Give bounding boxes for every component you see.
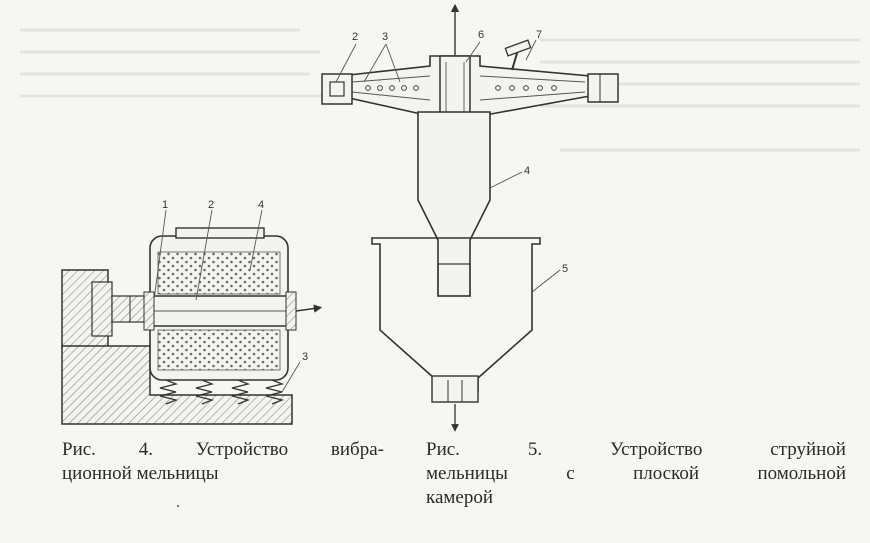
jet-mill-diagram: 2 3 6 7 4 5 <box>321 3 619 432</box>
figure5-caption-word: мельницы <box>426 463 508 484</box>
figure5-caption-word: помольной <box>757 463 846 484</box>
fig5-label-6: 6 <box>478 29 484 41</box>
fig5-label-4: 4 <box>524 165 530 177</box>
figure4-caption-line1: Рис. 4. Устройство вибра- <box>62 438 384 462</box>
figure5-caption-word: с <box>566 463 575 484</box>
figure5-caption-word: Рис. <box>426 439 460 460</box>
nozzle-holes <box>365 85 557 91</box>
left-manifold <box>321 73 353 105</box>
figure5-caption-line1: Рис. 5. Устройство струйной <box>426 438 846 462</box>
fig5-label-3: 3 <box>382 31 388 43</box>
figure4-caption-word: 4. <box>138 439 153 460</box>
figure5-caption-line2: мельницы с плоской помольной <box>426 462 846 486</box>
figure5-caption-word: Устройство <box>609 439 703 460</box>
figure4-caption-word: вибра- <box>330 439 384 460</box>
figure5-caption: Рис. 5. Устройство струйной мельницы с п… <box>426 438 846 510</box>
figure4-caption-word: Рис. <box>62 439 96 460</box>
figure4-caption-line2: ционной мельницы <box>62 463 219 484</box>
fig5-label-2: 2 <box>352 31 358 43</box>
stray-dot: . <box>176 494 180 511</box>
vibration-mill-diagram: 1 2 4 3 <box>61 199 323 425</box>
figure4-caption-word: Устройство <box>195 439 289 460</box>
fig4-label-2: 2 <box>208 199 214 211</box>
bottom-outlet <box>431 375 479 403</box>
injector-valve <box>504 39 532 57</box>
figure5-caption-word: 5. <box>527 439 543 460</box>
fig5-label-5: 5 <box>562 263 568 275</box>
figure4-caption: Рис. 4. Устройство вибра- ционной мельни… <box>62 438 384 486</box>
right-feed-pipe <box>587 73 619 103</box>
fig4-label-4: 4 <box>258 199 264 211</box>
fig5-label-7: 7 <box>536 29 542 41</box>
cyclone-separator <box>417 111 491 297</box>
figure5-caption-word: плоской <box>633 463 700 484</box>
grinding-media-lower <box>157 329 281 371</box>
figure5-caption-word: струйной <box>770 439 846 460</box>
springs <box>159 379 285 405</box>
fig4-label-1: 1 <box>162 199 168 211</box>
figure5-caption-line3: камерой <box>426 487 494 508</box>
fig4-label-3: 3 <box>302 351 308 363</box>
grinding-media-upper <box>157 251 281 295</box>
drum-lid <box>175 227 265 239</box>
